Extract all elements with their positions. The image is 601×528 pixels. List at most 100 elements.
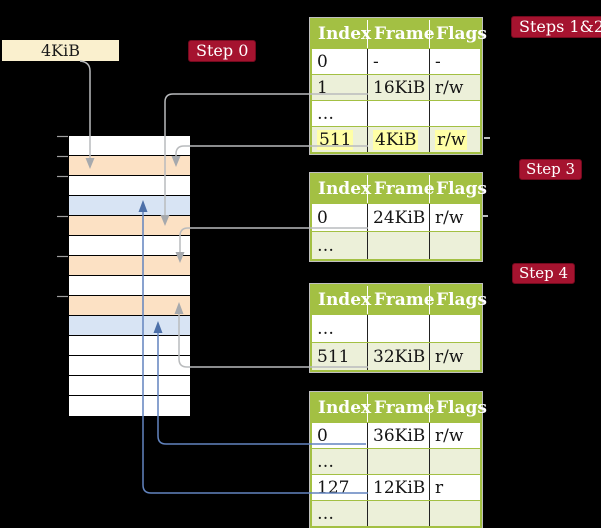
table-row: … [312, 448, 480, 474]
table-cell: 4KiB [368, 127, 430, 152]
table-row: 0 36KiB r/w [312, 422, 480, 448]
column-header: Frame [368, 175, 435, 203]
step-3-badge: Step 3 [519, 159, 583, 180]
table-cell: … [312, 101, 368, 126]
column-header: Flags [436, 290, 487, 310]
steps-1-2-badge: Steps 1&2 [511, 16, 601, 38]
cell-text: 4KiB [373, 129, 419, 150]
table-cell [430, 315, 480, 342]
column-header: Index [312, 175, 371, 203]
cell-text: … [317, 103, 334, 124]
table-cell [368, 449, 430, 474]
table-cell [430, 101, 480, 126]
memory-frame-row-13 [69, 396, 190, 416]
cell-text: 511 [317, 346, 350, 367]
column-header: Flags [436, 398, 487, 418]
cell-text: - [373, 51, 379, 72]
memory-frame-row-6 [69, 256, 190, 276]
table-cell [368, 315, 430, 342]
table-cell: - [368, 49, 430, 74]
table-row: 0-- [312, 48, 480, 74]
column-header: Flags [436, 24, 487, 44]
column-header: Frame [368, 394, 435, 422]
table-row: … [312, 314, 480, 342]
cell-text: 12KiB [373, 477, 426, 498]
table-cell: 511 [312, 127, 368, 152]
memory-frame-row-7 [69, 276, 190, 296]
table-cell [430, 449, 480, 474]
table-cell: r/w [430, 75, 480, 100]
memory-frame-row-10 [69, 336, 190, 356]
table-cell: 0 [312, 204, 368, 231]
cell-text: 24KiB [373, 207, 426, 228]
memory-frame-row-1 [69, 156, 190, 176]
table-row: 127 12KiB r [312, 474, 480, 500]
cell-text: 36KiB [373, 425, 426, 446]
table-cell: 12KiB [368, 475, 430, 500]
cell-text: r/w [435, 129, 468, 150]
table-cell: 1 [312, 75, 368, 100]
memory-frame-row-11 [69, 356, 190, 376]
cell-text: 511 [317, 129, 354, 150]
cell-text: r/w [435, 207, 464, 228]
table-row: … [312, 231, 480, 259]
memory-stack [68, 135, 191, 417]
table-cell: 16KiB [368, 75, 430, 100]
cell-text: 127 [317, 477, 350, 498]
cell-text: … [317, 318, 334, 339]
table-cell: 0 [312, 423, 368, 448]
column-header: Index [312, 20, 371, 48]
column-header: Frame [368, 20, 435, 48]
table-cell: - [430, 49, 480, 74]
table-cell: r/w [430, 204, 480, 231]
table-cell: 511 [312, 343, 368, 370]
column-header: Index [312, 394, 371, 422]
table-row: … [312, 100, 480, 126]
cell-text: … [317, 235, 334, 256]
table-row: … [312, 500, 480, 526]
cell-text: r/w [435, 77, 464, 98]
table-cell [368, 232, 430, 259]
memory-frame-row-5 [69, 236, 190, 256]
cell-text: 0 [317, 425, 328, 446]
table-cell: 24KiB [368, 204, 430, 231]
cell-text: r/w [435, 425, 464, 446]
table-cell: r/w [430, 343, 480, 370]
table-cell: 32KiB [368, 343, 430, 370]
table-cell: … [312, 449, 368, 474]
table-cell: … [312, 315, 368, 342]
step-0-badge: Step 0 [188, 40, 257, 62]
column-header: Index [312, 286, 371, 314]
table-cell [368, 101, 430, 126]
stack-tick-marks [57, 135, 68, 298]
table-cell: 127 [312, 475, 368, 500]
cell-text: r [435, 477, 444, 498]
table-cell: … [312, 232, 368, 259]
cell-text: 1 [317, 77, 328, 98]
cell-text: 16KiB [373, 77, 426, 98]
column-header: Flags [436, 179, 487, 199]
column-header: Frame [368, 286, 435, 314]
memory-frame-row-3 [69, 196, 190, 216]
table-cell: … [312, 501, 368, 526]
memory-frame-row-4 [69, 216, 190, 236]
memory-frame-row-9 [69, 316, 190, 336]
table-cell [430, 501, 480, 526]
table-cell: 0 [312, 49, 368, 74]
memory-frame-row-2 [69, 176, 190, 196]
table-cell [368, 501, 430, 526]
table-cell: r/w [430, 423, 480, 448]
cell-text: … [317, 451, 334, 472]
table-cell: r [430, 475, 480, 500]
cell-text: … [317, 503, 334, 524]
table-row: 511 4KiB r/w [312, 126, 480, 152]
